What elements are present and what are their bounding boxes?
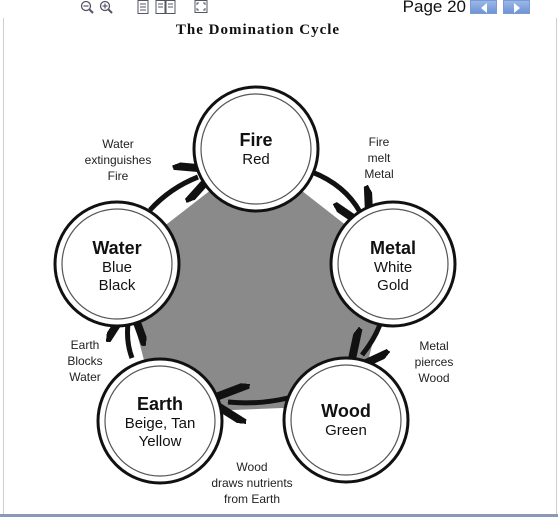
relation-line: Metal [419, 339, 449, 353]
fire-element: Fire Red [206, 130, 306, 169]
element-color: Red [242, 151, 270, 168]
relation-earth-water: Earth Blocks Water [50, 337, 120, 385]
element-name: Water [92, 238, 142, 258]
diagram-title: The Domination Cycle [175, 22, 341, 38]
page-bottom-border [0, 514, 558, 517]
fire-circle [192, 85, 320, 213]
element-name: Fire [239, 130, 273, 150]
relation-fire-metal: Fire melt Metal [344, 134, 414, 182]
relation-line: Water [102, 137, 134, 151]
relation-line: pierces [414, 355, 454, 369]
relation-metal-wood: Metal pierces Wood [399, 338, 469, 386]
center-shape [118, 155, 393, 413]
arrow-fire-to-metal [311, 169, 360, 212]
page-frame [3, 18, 557, 514]
relation-water-fire: Water extinguishes Fire [73, 136, 163, 184]
relation-line: Metal [364, 167, 394, 181]
prev-page-icon [481, 3, 487, 13]
earth-circle [96, 357, 224, 485]
relation-line: Fire [368, 135, 390, 149]
element-color: Green [325, 422, 367, 439]
metal-circle [329, 200, 457, 328]
fullscreen-icon[interactable] [194, 0, 208, 14]
water-element: Water Blue Black [67, 238, 167, 295]
next-page-button[interactable] [503, 0, 530, 14]
arrow-wood-to-earth [228, 398, 289, 403]
relation-line: Wood [418, 371, 450, 385]
relation-line: Water [69, 370, 101, 384]
water-circle [53, 200, 181, 328]
zoom-out-icon[interactable] [80, 0, 94, 14]
relation-line: Earth [70, 338, 100, 352]
earth-element: Earth Beige, Tan Yellow [105, 394, 215, 451]
page-number-label: Page 20 [402, 0, 466, 16]
next-page-icon [514, 3, 520, 13]
element-color: Yellow [138, 433, 182, 450]
arrow-water-to-fire [148, 177, 198, 212]
relation-line: melt [367, 151, 391, 165]
element-color: Black [98, 277, 136, 294]
single-page-icon[interactable] [137, 0, 149, 14]
wood-element: Wood Green [296, 401, 396, 440]
relation-wood-earth: Wood draws nutrients from Earth [197, 459, 307, 507]
relation-line: draws nutrients [211, 476, 293, 490]
viewer-toolbar: Page 20 [0, 0, 558, 18]
relation-line: from Earth [223, 492, 280, 506]
two-page-icon[interactable] [155, 0, 177, 14]
element-name: Earth [136, 394, 183, 414]
relation-line: Wood [236, 460, 268, 474]
prev-page-button[interactable] [470, 0, 497, 14]
metal-element: Metal White Gold [343, 238, 443, 295]
wood-circle [282, 356, 410, 484]
element-name: Wood [321, 401, 371, 421]
zoom-in-icon[interactable] [99, 0, 113, 14]
element-color: Gold [377, 277, 409, 294]
arrow-earth-to-water [128, 324, 133, 359]
element-color: Blue [101, 259, 133, 276]
element-name: Metal [369, 238, 416, 258]
element-color: White [373, 259, 413, 276]
relation-line: extinguishes [84, 153, 152, 167]
relation-line: Fire [107, 169, 129, 183]
relation-line: Blocks [67, 354, 103, 368]
element-color: Beige, Tan [124, 415, 196, 432]
